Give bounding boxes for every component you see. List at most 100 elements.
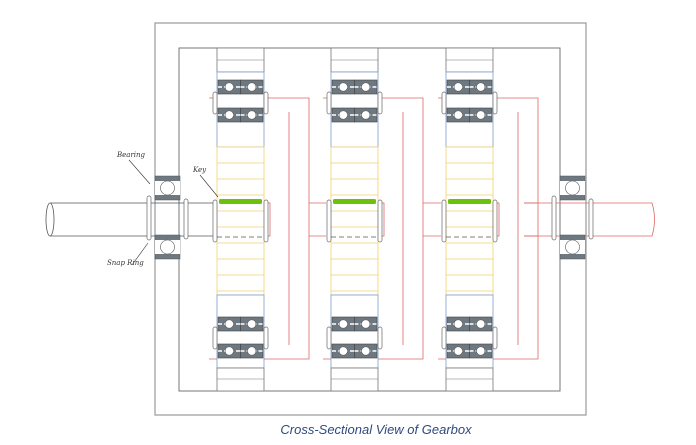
snap-ring [212,91,218,115]
lower-bearing-right [240,343,264,359]
upper-bearing-left [217,79,241,95]
bearing-ball [338,82,348,92]
snap-ring [326,199,332,243]
lower-bearing-right [469,343,493,359]
upper-bearing-left [331,79,355,95]
bearing-ball [453,82,463,92]
snap-ring [326,326,332,350]
bottom-spacer [330,367,379,392]
gear-stage-2 [309,47,424,392]
snap-ring [377,326,383,350]
snap-ring [326,91,332,115]
bottom-spacer [445,367,494,392]
snap-ring [263,199,269,243]
bearing-ball [338,319,348,329]
bearing-top [559,175,586,201]
lower-bearing-left [217,343,241,359]
housing-bearing-left [146,175,189,260]
snap-ring-label: Snap Ring [107,259,144,267]
bearing-ball [453,346,463,356]
key-annotation: Key [192,166,219,198]
snap-ring [377,91,383,115]
snap-ring [588,198,594,240]
gear-teeth [330,146,379,296]
snap-ring [492,91,498,115]
bearing-ball [361,110,371,120]
bearing-ball [476,346,486,356]
bearing-ball [476,110,486,120]
lower-bearing-right [240,107,264,123]
upper-bearing-right [240,79,264,95]
bearing-annotation: Bearing [116,151,151,185]
housing-outer-wall [154,22,587,416]
output-shaft [524,202,655,237]
upper-bearing-right [469,316,493,332]
upper-bearing-right [354,79,378,95]
lower-bearing-left [217,107,241,123]
bearing-ball [224,82,234,92]
key [333,199,376,204]
upper-bearing-left [446,79,470,95]
upper-bearing-left [217,316,241,332]
lower-bearing-right [469,107,493,123]
upper-bearing-right [469,79,493,95]
input-shaft [45,202,218,237]
snap-ring [441,326,447,350]
bearing-ball [247,110,257,120]
key-label: Key [192,166,207,174]
key [219,199,262,204]
snap-ring [212,199,218,243]
bearing-ball [476,82,486,92]
figure-caption: Cross-Sectional View of Gearbox [280,422,472,437]
gear-stage-3 [423,47,539,392]
snap-ring [146,195,152,241]
bearing-ball [224,110,234,120]
snap-ring-annotation: Snap Ring [107,242,149,267]
bearing-ball [565,239,580,255]
lower-bearing-left [446,107,470,123]
bearing-ball [160,239,175,255]
snap-ring [263,326,269,350]
snap-ring [441,199,447,243]
bearing-label: Bearing [116,151,146,159]
lower-bearing-left [331,343,355,359]
lower-bearing-right [354,343,378,359]
snap-ring [212,326,218,350]
gearbox-cross-section: Bearing Snap Ring Key [45,22,655,416]
lower-bearing-left [331,107,355,123]
bearing-top [154,175,181,201]
lower-bearing-left [446,343,470,359]
gear-stage-1 [209,47,310,392]
housing-bearing-right [551,175,594,260]
upper-bearing-right [354,316,378,332]
bearing-ball [361,82,371,92]
bearing-ball [453,319,463,329]
bearing-ball [565,180,580,196]
key [448,199,491,204]
bearing-ball [247,346,257,356]
upper-bearing-left [331,316,355,332]
bearing-ball [361,319,371,329]
bearing-ball [224,346,234,356]
bearing-bottom [559,234,586,260]
snap-ring [551,195,557,241]
bearing-ball [338,110,348,120]
upper-bearing-left [446,316,470,332]
gear-teeth [216,146,265,296]
lower-bearing-right [354,107,378,123]
bearing-ball [338,346,348,356]
gear-teeth [445,146,494,296]
bearing-ball [247,82,257,92]
bearing-ball [224,319,234,329]
snap-ring [263,91,269,115]
snap-ring [183,198,189,240]
bearing-ball [476,319,486,329]
bottom-spacer [216,367,265,392]
bearing-ball [453,110,463,120]
upper-bearing-right [240,316,264,332]
bearing-ball [247,319,257,329]
snap-ring [377,199,383,243]
snap-ring [441,91,447,115]
bearing-ball [361,346,371,356]
snap-ring [492,199,498,243]
